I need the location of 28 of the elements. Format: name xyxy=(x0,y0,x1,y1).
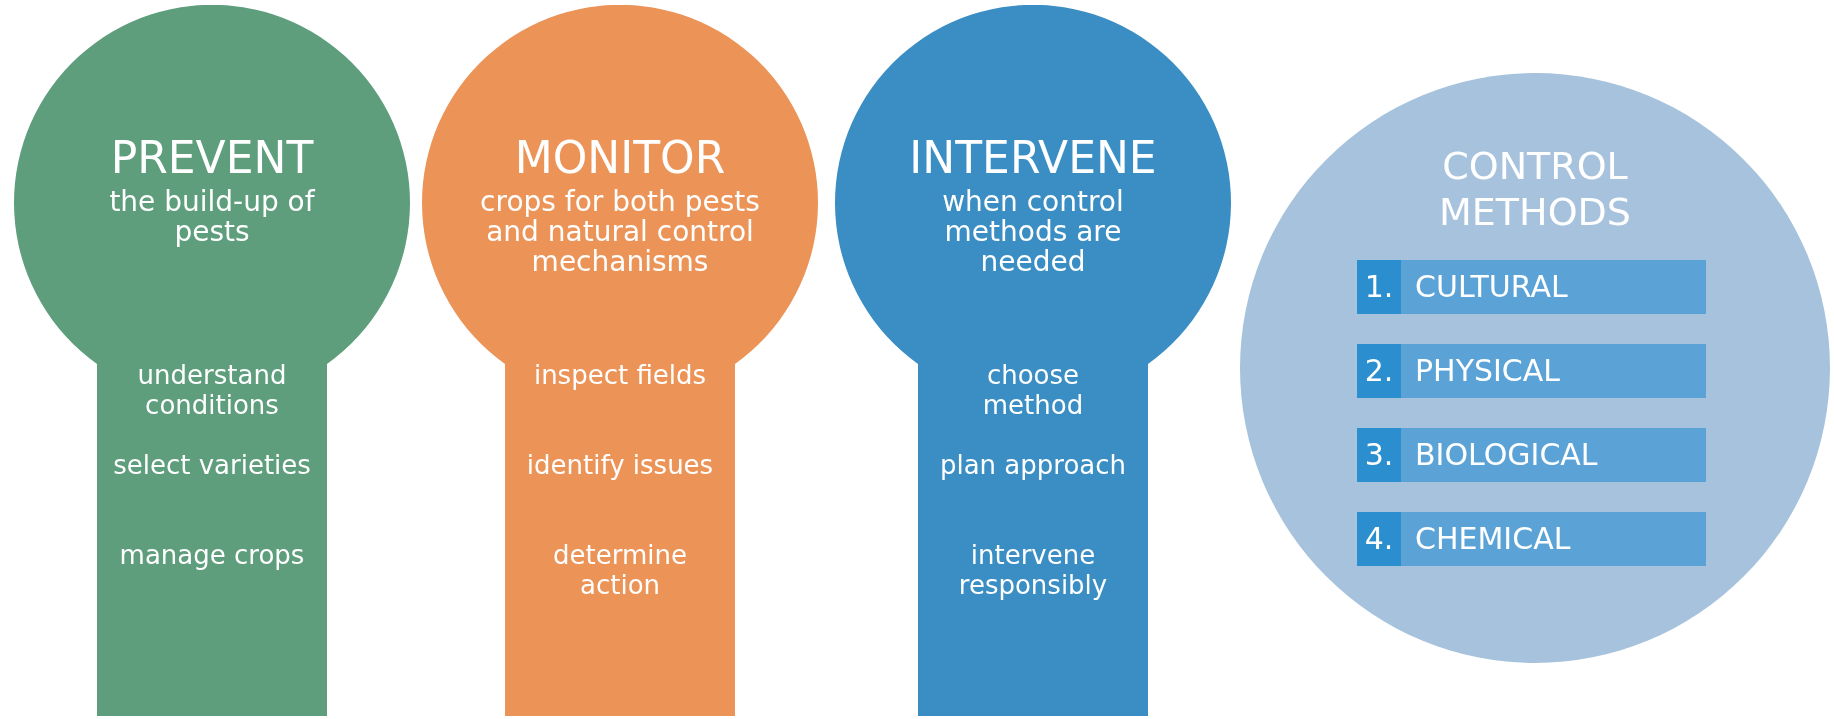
method-bar xyxy=(1357,344,1706,398)
list-item: choose method xyxy=(981,360,1085,420)
number-tab: 3. xyxy=(1357,428,1401,482)
list-item: understand conditions xyxy=(136,360,288,420)
subtitle: crops for both pests and natural control mechanisms xyxy=(479,187,761,277)
heading: CONTROL METHODS xyxy=(1438,143,1632,235)
list-item: manage crops xyxy=(118,540,306,570)
list-item: select varieties xyxy=(112,450,312,480)
subtitle: the build-up of pests xyxy=(108,187,316,247)
heading: MONITOR xyxy=(513,133,727,183)
method-bar xyxy=(1357,428,1706,482)
list-item: identify issues xyxy=(525,450,715,480)
list-item: plan approach xyxy=(938,450,1128,480)
method-bar xyxy=(1357,260,1706,314)
list-item: intervene responsibly xyxy=(957,540,1109,600)
heading: PREVENT xyxy=(109,133,315,183)
number-tab: 4. xyxy=(1357,512,1401,566)
heading: INTERVENE xyxy=(908,133,1158,183)
subtitle: when control methods are needed xyxy=(941,187,1125,277)
method-bar xyxy=(1357,512,1706,566)
number-tab: 2. xyxy=(1357,344,1401,398)
list-item: inspect fields xyxy=(532,360,708,390)
list-item: determine action xyxy=(552,540,688,600)
number-tab: 1. xyxy=(1357,260,1401,314)
method-label: CHEMICAL xyxy=(1415,520,1571,558)
method-label: PHYSICAL xyxy=(1415,352,1561,390)
method-label: CULTURAL xyxy=(1415,268,1568,306)
method-label: BIOLOGICAL xyxy=(1415,436,1598,474)
